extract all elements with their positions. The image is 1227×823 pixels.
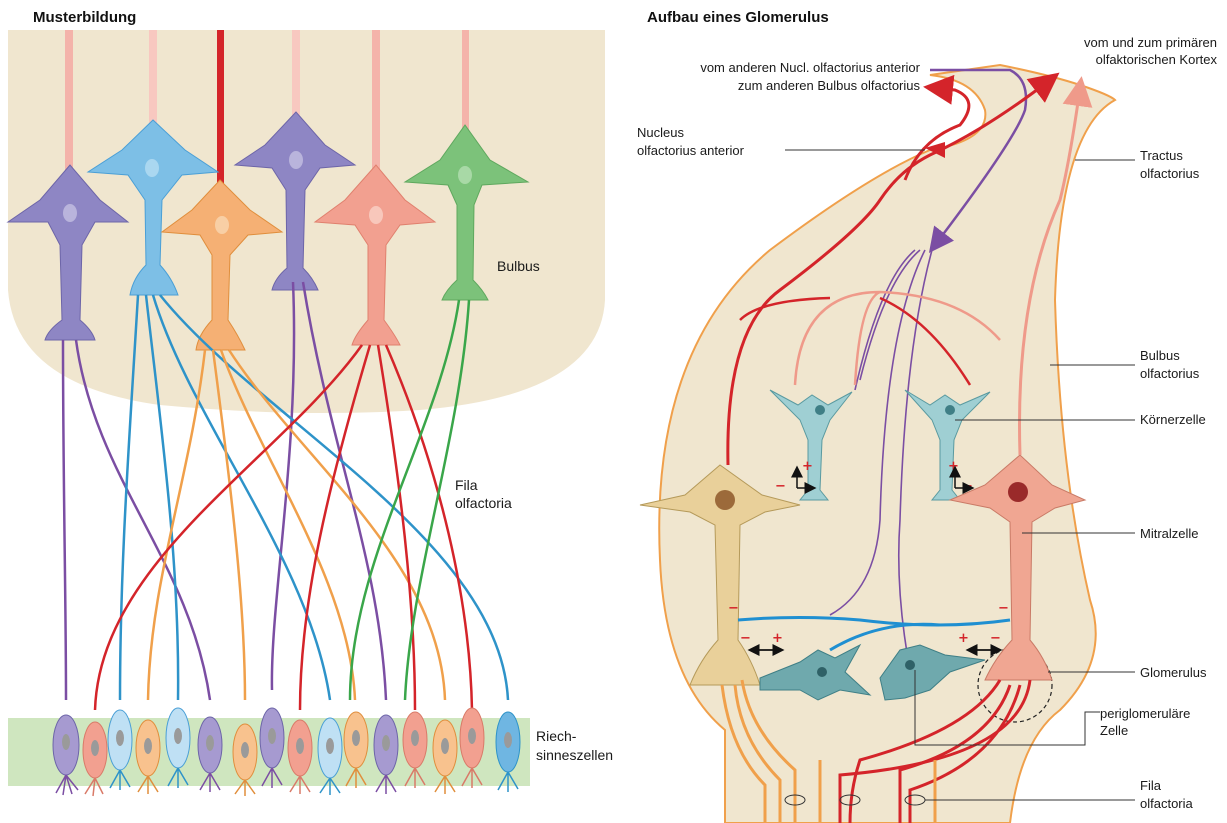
label-riech-line1: Riech- bbox=[536, 728, 577, 744]
sign-plus-l3: + bbox=[772, 631, 783, 646]
label-nucleus-line2: olfactorius anterior bbox=[637, 143, 745, 158]
label-glomerulus: Glomerulus bbox=[1140, 665, 1207, 680]
sign-plus-left: + bbox=[802, 459, 813, 474]
label-nucl-ant-line1: vom anderen Nucl. olfactorius anterior bbox=[700, 60, 920, 75]
label-koernerzelle: Körnerzelle bbox=[1140, 412, 1206, 427]
label-kortex-line1: vom und zum primären bbox=[1084, 35, 1217, 50]
label-peri-line2: Zelle bbox=[1100, 723, 1128, 738]
left-panel: Musterbildung Bulbus Fila olfactoria Rie… bbox=[8, 9, 613, 796]
sign-minus-r2: − bbox=[998, 601, 1009, 616]
sign-plus-right: + bbox=[948, 459, 959, 474]
right-panel: + − + − − − − + + − bbox=[637, 9, 1217, 823]
label-mitralzelle: Mitralzelle bbox=[1140, 526, 1199, 541]
label-riech-line2: sinneszellen bbox=[536, 747, 613, 763]
label-bulbus-line2: olfactorius bbox=[1140, 366, 1200, 381]
sign-minus-l2: − bbox=[728, 601, 739, 616]
label-tractus-line2: olfactorius bbox=[1140, 166, 1200, 181]
label-peri-line1: periglomeruläre bbox=[1100, 706, 1190, 721]
sign-minus-r3: − bbox=[990, 631, 1001, 646]
label-fila-line2: olfactoria bbox=[455, 495, 512, 511]
sign-minus-l3: − bbox=[740, 631, 751, 646]
sign-plus-r3: + bbox=[958, 631, 969, 646]
left-panel-title: Musterbildung bbox=[33, 9, 136, 26]
label-bulbus-line1: Bulbus bbox=[1140, 348, 1180, 363]
label-nucl-ant-line2: zum anderen Bulbus olfactorius bbox=[738, 78, 921, 93]
sign-minus-left: − bbox=[775, 479, 786, 494]
label-fila-r-line1: Fila bbox=[1140, 778, 1162, 793]
label-fila-r-line2: olfactoria bbox=[1140, 796, 1194, 811]
sign-minus-right: − bbox=[962, 479, 973, 494]
label-kortex-line2: olfaktorischen Kortex bbox=[1096, 52, 1218, 67]
label-nucleus-line1: Nucleus bbox=[637, 125, 684, 140]
label-tractus-line1: Tractus bbox=[1140, 148, 1183, 163]
label-fila-line1: Fila bbox=[455, 477, 478, 493]
label-bulbus: Bulbus bbox=[497, 258, 540, 274]
right-panel-title: Aufbau eines Glomerulus bbox=[647, 9, 829, 26]
